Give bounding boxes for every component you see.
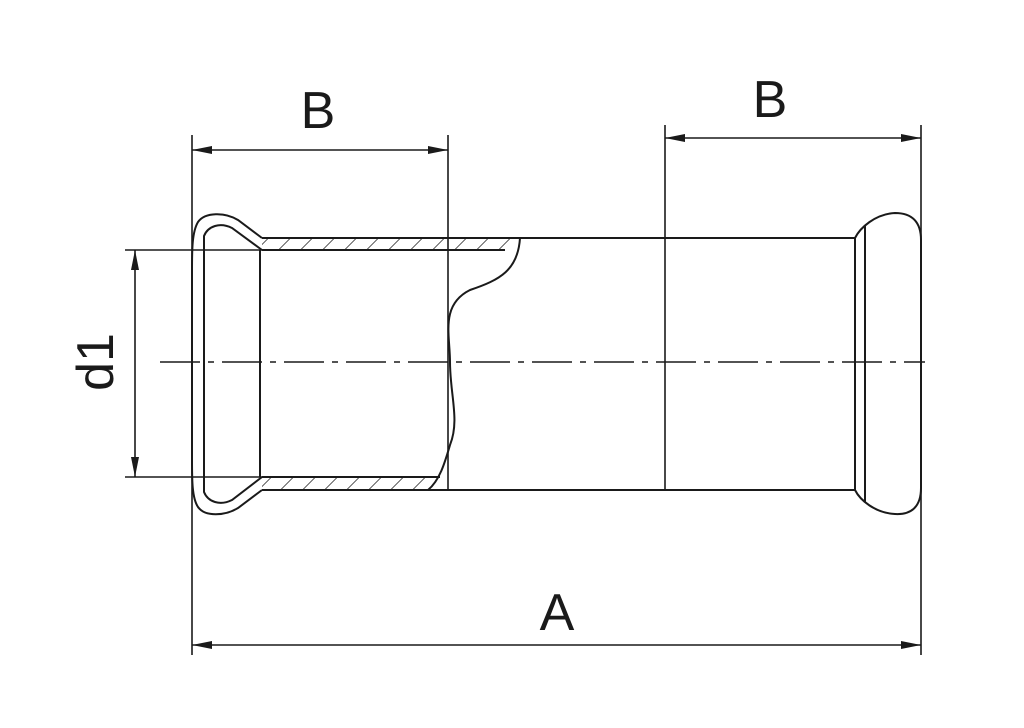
- coupling-body: [259, 237, 856, 491]
- label-b-left: B: [301, 82, 336, 140]
- label-b-right: B: [753, 71, 788, 129]
- right-press-bead: [854, 211, 922, 516]
- label-a: A: [540, 584, 575, 642]
- extension-lines: [125, 125, 922, 655]
- hatched-wall-bottom: [262, 477, 440, 490]
- left-press-bead: [191, 213, 263, 516]
- hatched-wall-top: [262, 238, 520, 250]
- label-d1: d1: [67, 333, 125, 391]
